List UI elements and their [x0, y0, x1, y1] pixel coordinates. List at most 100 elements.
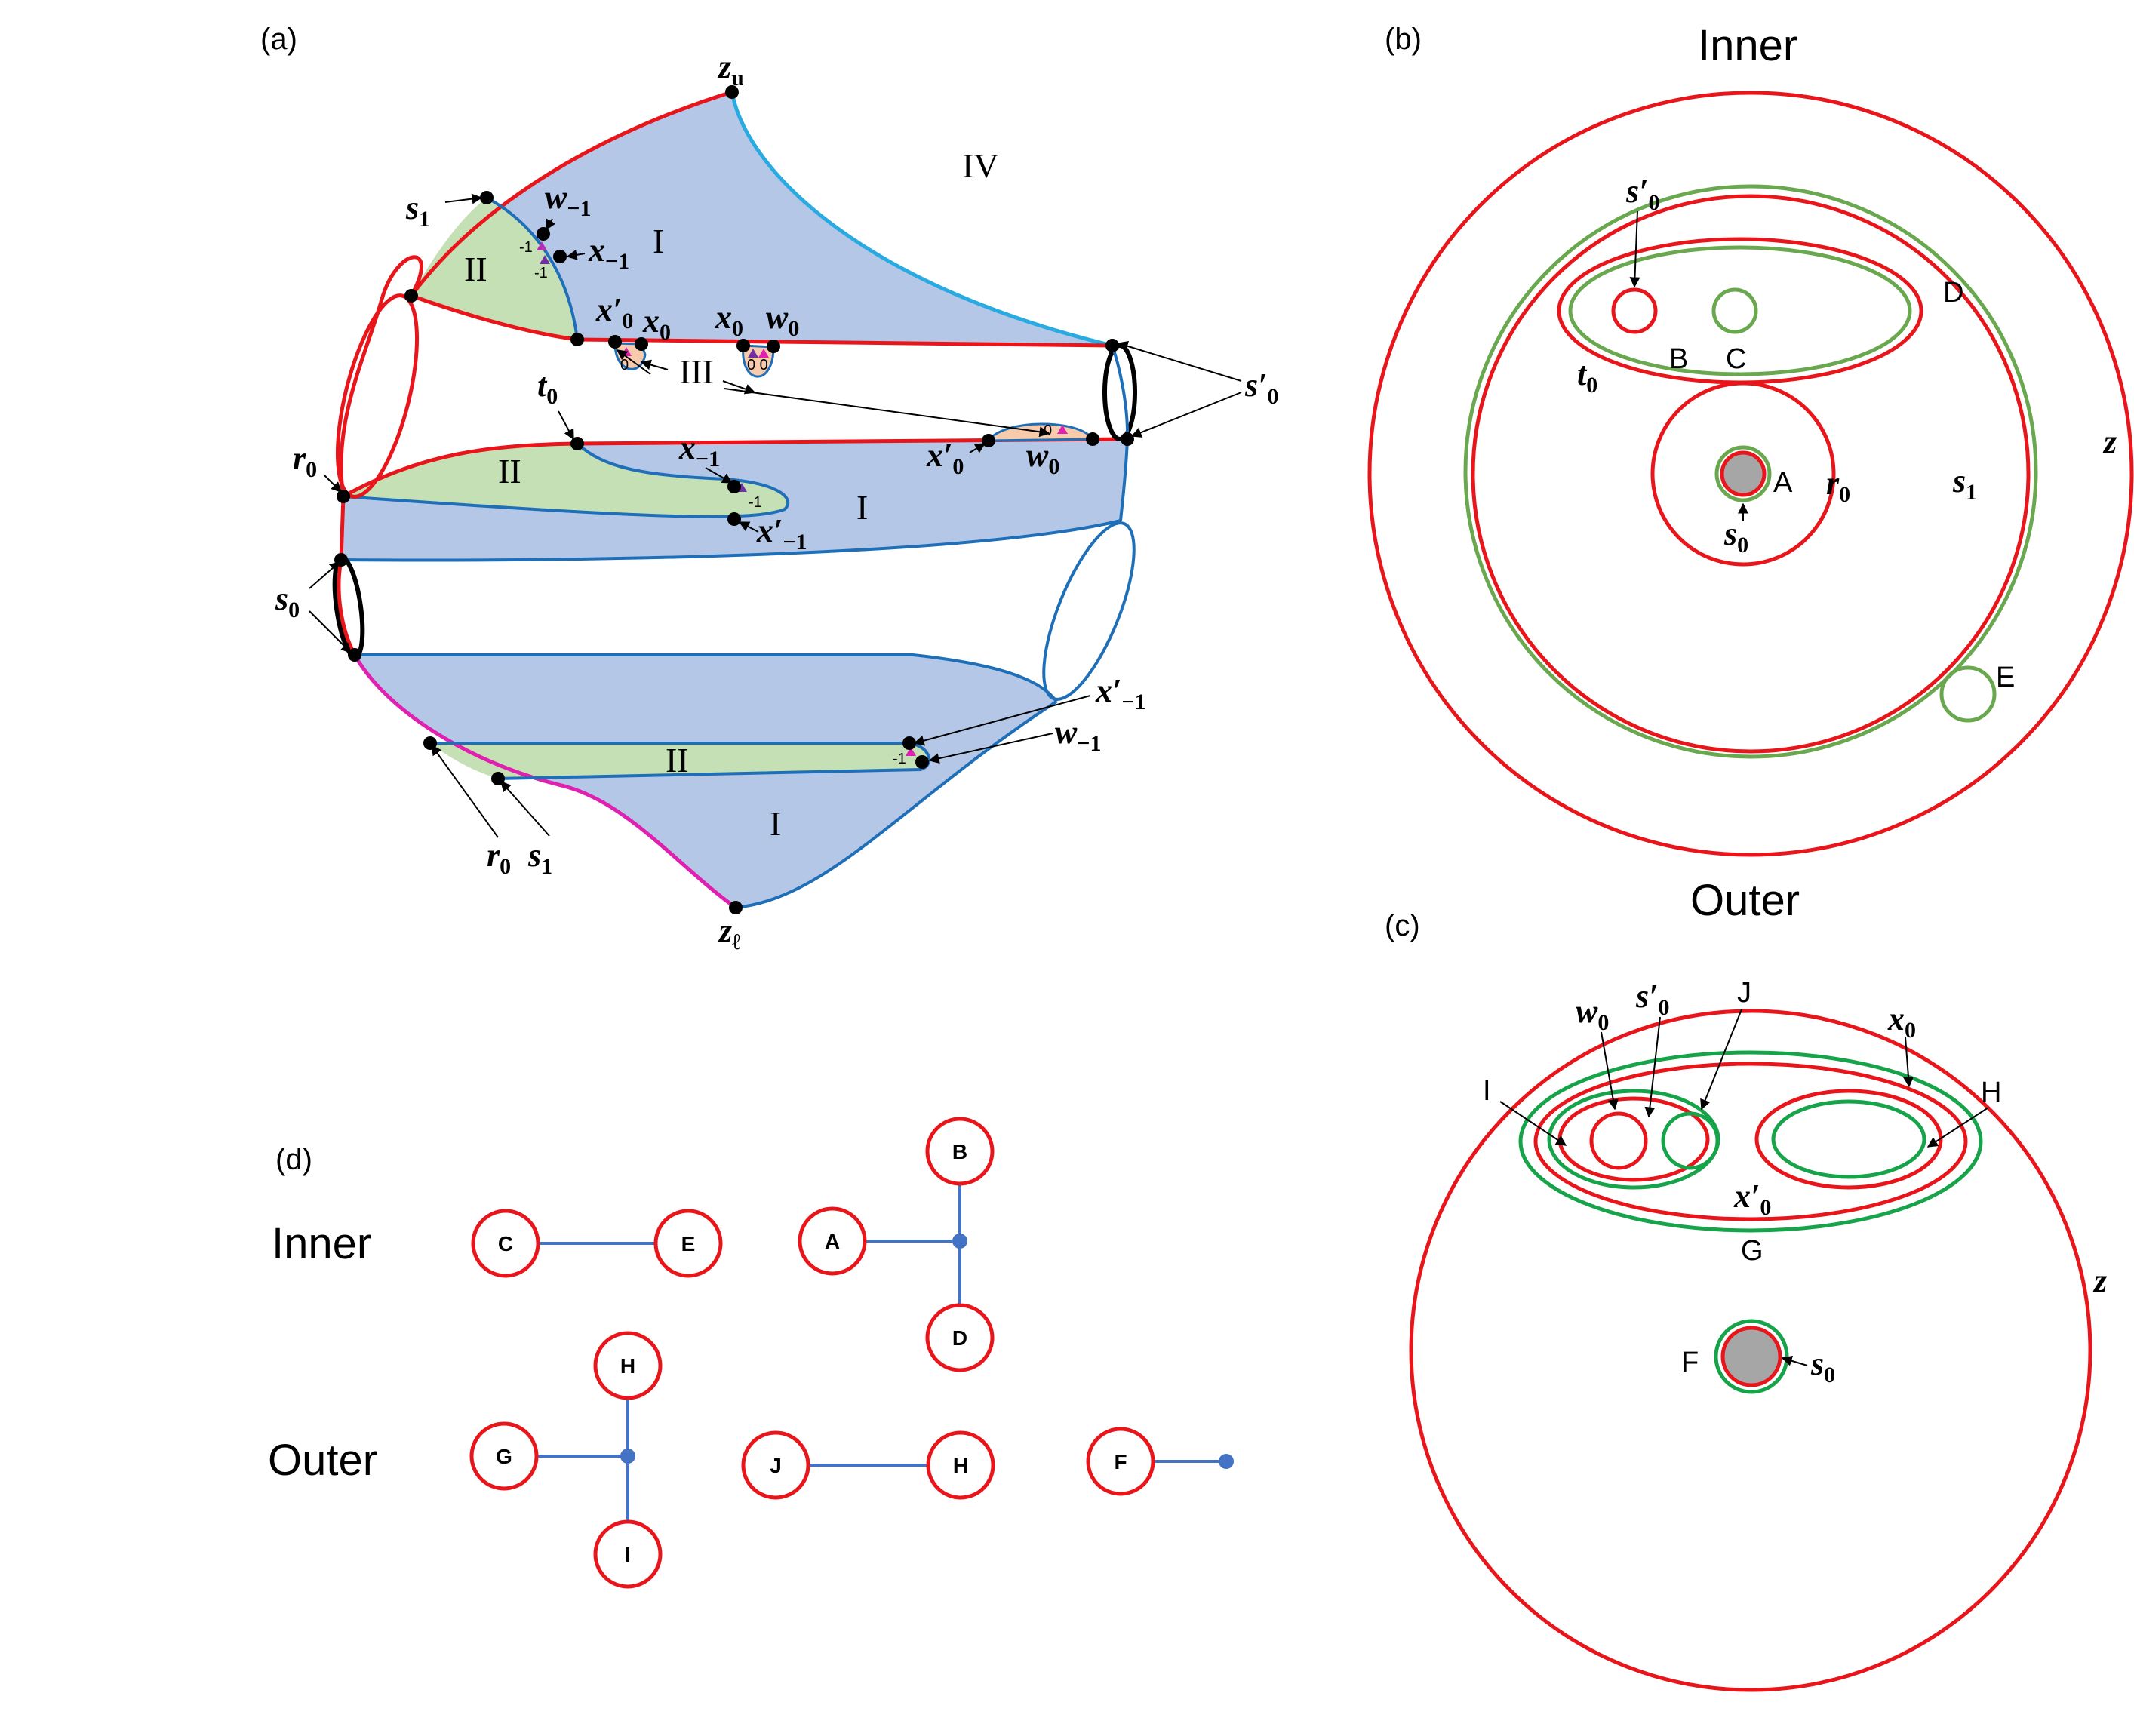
circle-z-outer — [1409, 1009, 2092, 1692]
label-r0: r0 — [293, 440, 317, 482]
label-t0: t0 — [537, 367, 558, 409]
label-C: C — [1726, 343, 1746, 375]
label-x0: x0 — [715, 299, 743, 341]
label-s0-prime: s′0 — [1635, 978, 1670, 1020]
outer-heading: Outer — [1690, 876, 1800, 925]
label-s1: s1 — [527, 837, 552, 879]
label-F: F — [1681, 1347, 1699, 1378]
label-J: J — [1737, 977, 1751, 1009]
label-x-minus-1: x−1 — [678, 429, 720, 472]
label-s0: s0 — [1810, 1345, 1835, 1387]
tree-inner-heading: Inner — [272, 1219, 371, 1268]
panel-a: (a) — [260, 23, 1279, 954]
tree-node-A: A — [798, 1206, 867, 1276]
ellipse-x0-prime — [1533, 1062, 1968, 1221]
upper-sheet-region — [411, 92, 1112, 346]
circle-C — [1711, 287, 1758, 334]
tree-node-G: G — [469, 1421, 539, 1491]
ellipse-D — [1568, 245, 1912, 376]
tree-node-D: D — [925, 1303, 995, 1372]
upper-region-II — [411, 198, 577, 340]
svg-text:G: G — [496, 1445, 512, 1468]
ellipse-H — [1754, 1089, 1943, 1190]
region-I-label: I — [856, 488, 868, 527]
label-w-minus-1: w−1 — [1055, 714, 1101, 756]
lower-region-II — [430, 743, 930, 779]
label-x0: x0 — [642, 303, 671, 345]
panel-a-label: (a) — [260, 23, 297, 56]
region-II-label: II — [464, 250, 487, 288]
panel-b-label: (b) — [1385, 23, 1422, 56]
label-G: G — [1741, 1235, 1763, 1267]
label-z: z — [2092, 1262, 2107, 1299]
tree-node-F: F — [1086, 1427, 1155, 1496]
ellipse-G — [1518, 1050, 1983, 1233]
svg-text:A: A — [825, 1230, 840, 1253]
region-I-label: I — [653, 222, 664, 260]
lower-sheet-region — [355, 655, 1056, 908]
tree-node-I: I — [593, 1519, 663, 1589]
region-II-label: II — [666, 741, 689, 779]
circle-s1 — [1471, 194, 2031, 754]
tree-outer-heading: Outer — [268, 1436, 377, 1485]
tree-node-H: H — [926, 1430, 995, 1500]
label-I: I — [1483, 1075, 1491, 1107]
label-x0: x0 — [1887, 1000, 1916, 1043]
svg-text:H: H — [620, 1354, 635, 1378]
label-H: H — [1981, 1077, 2001, 1108]
label-z: z — [2102, 423, 2117, 460]
label-w0: w0 — [1026, 437, 1059, 479]
region-IV-label: IV — [962, 146, 999, 185]
tree-node-J: J — [741, 1430, 810, 1500]
circle-s0-prime — [1611, 287, 1658, 334]
circle-A-green — [1714, 445, 1772, 502]
label-r0: r0 — [487, 837, 511, 879]
mark-zero-zero: 0 0 — [747, 357, 768, 373]
circle-A — [1720, 450, 1767, 497]
circle-E — [1939, 665, 1997, 723]
label-w0: w0 — [1576, 993, 1609, 1035]
label-z-l: zℓ — [718, 912, 740, 954]
label-D: D — [1943, 277, 1963, 309]
label-s1: s1 — [405, 189, 430, 232]
panel-b: (b) Inner D B C A E s′0 t0 r0 s1 s0 z — [1367, 21, 2134, 857]
label-s0-prime: s′0 — [1625, 173, 1660, 215]
label-w0: w0 — [766, 299, 799, 341]
label-w-minus-1: w−1 — [545, 179, 591, 221]
mark-minus-one: -1 — [893, 751, 906, 767]
middle-region-II — [343, 444, 789, 517]
label-s0: s0 — [1723, 515, 1748, 558]
label-z-u: zu — [717, 48, 744, 91]
ellipse-I — [1547, 1089, 1720, 1190]
circle-z-inner — [1367, 91, 2134, 857]
label-s0-prime: s′0 — [1244, 367, 1279, 409]
label-x-minus-1-prime: x′−1 — [1095, 672, 1145, 714]
svg-text:F: F — [1114, 1450, 1127, 1473]
label-x0-prime: x′0 — [926, 437, 964, 479]
circle-w0 — [1589, 1111, 1648, 1170]
panel-d-label: (d) — [275, 1143, 312, 1176]
label-s0: s0 — [275, 580, 300, 622]
panel-d: (d) Inner Outer C E A B D G H I J H F — [268, 1117, 1234, 1589]
label-s1: s1 — [1952, 462, 1977, 505]
svg-text:B: B — [952, 1140, 967, 1163]
label-x-minus-1-prime: x′−1 — [756, 512, 807, 555]
svg-text:E: E — [681, 1232, 696, 1255]
mark-minus-one: -1 — [534, 265, 548, 281]
mark-minus-one: -1 — [519, 239, 533, 256]
tree-node-E: E — [653, 1209, 723, 1278]
inner-heading: Inner — [1698, 21, 1797, 70]
label-E: E — [1996, 662, 2015, 693]
circle-F — [1720, 1326, 1782, 1387]
tree-node-H: H — [593, 1331, 663, 1400]
svg-text:I: I — [625, 1543, 631, 1566]
svg-text:J: J — [770, 1454, 782, 1477]
label-x-minus-1: x−1 — [588, 232, 629, 274]
svg-text:H: H — [953, 1454, 968, 1477]
circle-r0 — [1650, 381, 1836, 567]
tree-node-B: B — [925, 1117, 995, 1186]
mark-minus-one: -1 — [749, 494, 762, 511]
label-x0-prime: x′0 — [1733, 1178, 1771, 1220]
tree-node-C: C — [471, 1209, 540, 1278]
